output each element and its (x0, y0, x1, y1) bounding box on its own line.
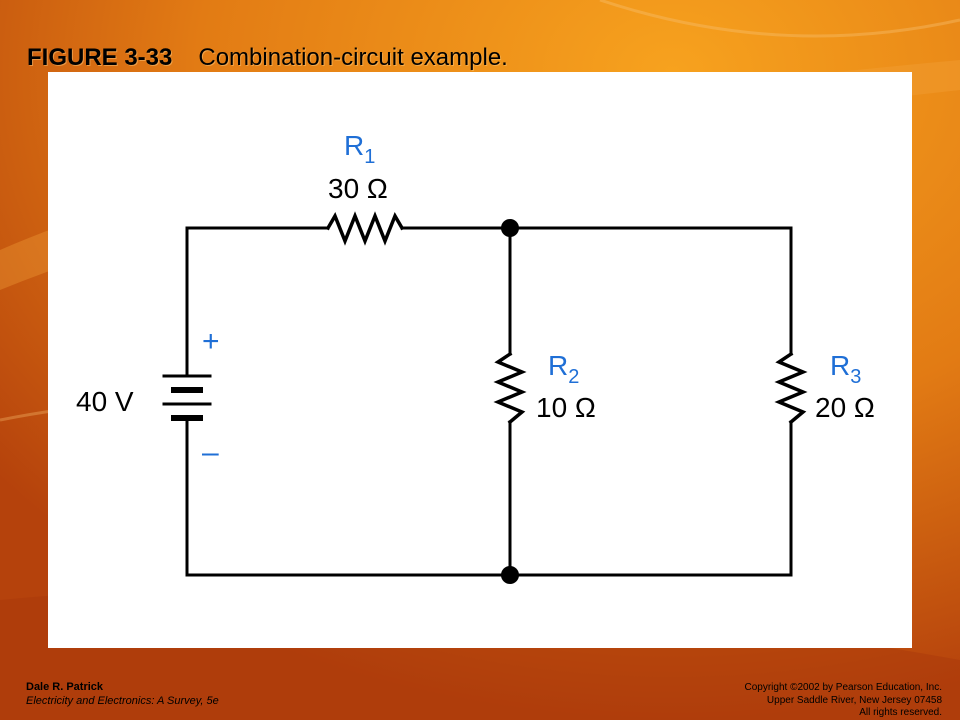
junction-dot-top (501, 219, 519, 237)
copyright-rights: All rights reserved. (859, 707, 942, 718)
copyright-address: Upper Saddle River, New Jersey 07458 (766, 694, 942, 706)
footer-copyright: Copyright ©2002 by Pearson Education, In… (745, 682, 943, 720)
battery-symbol (162, 374, 212, 427)
slide-title: FIGURE 3-33 Combination-circuit example. (27, 44, 508, 72)
r3-subscript: 3 (850, 366, 861, 388)
figure-number: FIGURE 3-33 (27, 44, 173, 71)
junction-dot-bottom (501, 566, 519, 584)
footer-author: Dale R. Patrick (26, 681, 104, 693)
r1-subscript: 1 (364, 146, 375, 168)
r1-label: R1 (344, 130, 375, 168)
battery-minus-sign: – (202, 436, 219, 469)
footer-book-title: Electricity and Electronics: A Survey, 5… (26, 695, 219, 707)
r2-subscript: 2 (568, 366, 579, 388)
battery-plus-sign: + (202, 325, 220, 358)
footer-credits: Dale R. Patrick Electricity and Electron… (26, 680, 219, 708)
copyright-line: Copyright ©2002 by Pearson Education, In… (744, 682, 943, 693)
battery-voltage-label: 40 V (76, 386, 134, 417)
figure-caption: Combination-circuit example. (198, 44, 508, 71)
r2-label: R2 (548, 350, 579, 388)
resistor-r3-symbol (774, 351, 808, 425)
r2-value: 10 Ω (536, 392, 596, 423)
r3-name: R (830, 350, 850, 381)
r3-value: 20 Ω (815, 392, 875, 423)
circuit-diagram: + – 40 V R1 30 Ω R2 10 Ω R3 20 Ω (76, 130, 875, 584)
r2-name: R (548, 350, 568, 381)
r1-name: R (344, 130, 364, 161)
r3-label: R3 (830, 350, 861, 388)
r1-value: 30 Ω (328, 173, 388, 204)
circuit-panel: + – 40 V R1 30 Ω R2 10 Ω R3 20 Ω (48, 72, 912, 648)
resistor-r1-symbol (325, 211, 405, 246)
resistor-r2-symbol (493, 351, 527, 425)
